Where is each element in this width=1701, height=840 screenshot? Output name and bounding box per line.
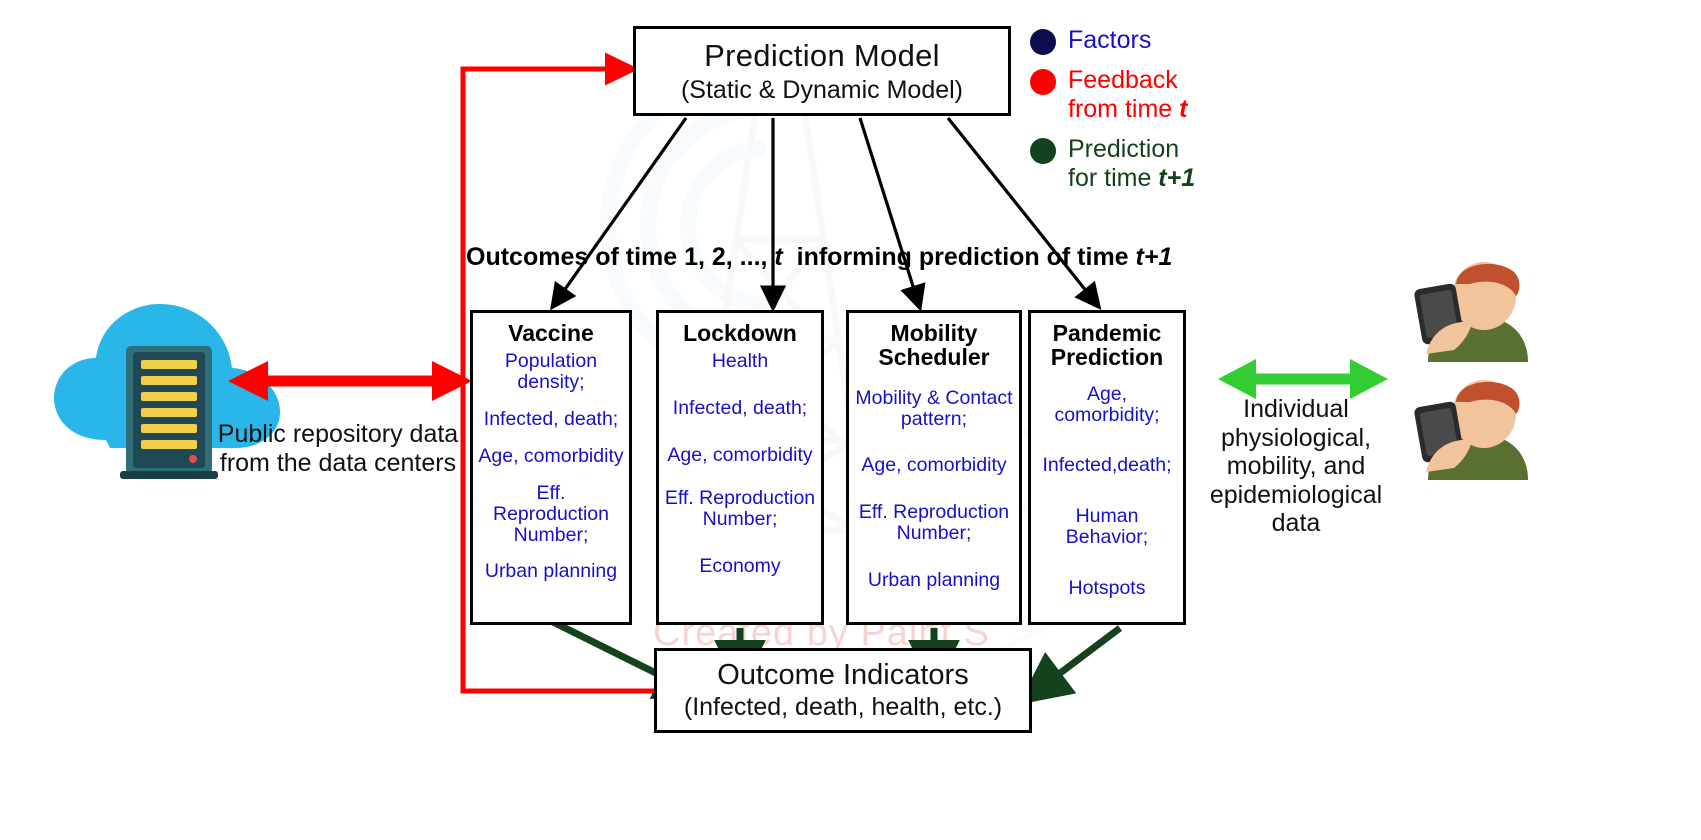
pandemic-factor: Age, comorbidity; bbox=[1054, 382, 1160, 426]
outcome-indicators-subtitle: (Infected, death, health, etc.) bbox=[683, 693, 1003, 721]
pandemic-factor: Hotspots bbox=[1068, 577, 1146, 600]
mobility-factor: Eff. Reproduction Number; bbox=[858, 501, 1010, 545]
legend-dot-factors-icon bbox=[1030, 29, 1056, 55]
legend-dot-feedback-icon bbox=[1030, 69, 1056, 95]
lockdown-factor: Economy bbox=[699, 554, 781, 577]
vaccine-factor: Urban planning bbox=[484, 560, 618, 583]
lockdown-factor: Eff. Reproduction Number; bbox=[664, 486, 816, 530]
pandemic-prediction-title: Pandemic Prediction bbox=[1050, 320, 1164, 371]
mobility-scheduler-box[interactable]: Mobility Scheduler Mobility & Contact pa… bbox=[846, 310, 1022, 625]
mobility-factor: Mobility & Contact pattern; bbox=[855, 386, 1013, 430]
lockdown-title: Lockdown bbox=[683, 320, 797, 346]
pandemic-factor: Infected,death; bbox=[1042, 454, 1172, 477]
mobility-scheduler-factor-list: Mobility & Contact pattern; Age, comorbi… bbox=[849, 386, 1019, 592]
vaccine-factor: Population density; bbox=[504, 350, 598, 394]
outcomes-informing-label: Outcomes of time 1, 2, ..., t informing … bbox=[466, 243, 1173, 271]
lockdown-factor-list: Health Infected, death; Age, comorbidity… bbox=[659, 351, 821, 576]
lockdown-factor: Age, comorbidity bbox=[667, 444, 813, 467]
lockdown-factor: Health bbox=[711, 350, 769, 373]
vaccine-factor: Age, comorbidity bbox=[478, 444, 624, 467]
person-with-phone-icon-top bbox=[1414, 262, 1528, 362]
mobility-scheduler-title: Mobility Scheduler bbox=[878, 320, 990, 371]
pandemic-prediction-factor-list: Age, comorbidity; Infected,death; Human … bbox=[1031, 382, 1183, 600]
legend-dot-prediction-icon bbox=[1030, 138, 1056, 164]
vaccine-factor: Infected, death; bbox=[483, 408, 619, 431]
outcome-indicators-box[interactable]: Outcome Indicators (Infected, death, hea… bbox=[654, 648, 1032, 733]
person-with-phone-icon-bottom bbox=[1414, 380, 1528, 480]
pandemic-factor: Human Behavior; bbox=[1065, 505, 1149, 549]
cloud-datacenter-icon bbox=[54, 304, 280, 479]
vaccine-factor: Eff. Reproduction Number; bbox=[493, 481, 609, 546]
outcome-indicators-title: Outcome Indicators bbox=[717, 659, 969, 691]
vaccine-factor-list: Population density; Infected, death; Age… bbox=[473, 351, 629, 582]
legend-item-factors: Factors bbox=[1030, 26, 1330, 55]
prediction-model-box[interactable]: Prediction Model (Static & Dynamic Model… bbox=[633, 26, 1011, 116]
vaccine-title: Vaccine bbox=[508, 320, 594, 346]
mobility-factor: Age, comorbidity bbox=[861, 454, 1007, 477]
mobility-factor: Urban planning bbox=[867, 569, 1001, 592]
legend-label-factors: Factors bbox=[1068, 26, 1152, 54]
lockdown-factor: Infected, death; bbox=[672, 397, 808, 420]
pandemic-prediction-box[interactable]: Pandemic Prediction Age, comorbidity; In… bbox=[1028, 310, 1186, 625]
public-repository-caption: Public repository data from the data cen… bbox=[217, 420, 459, 477]
prediction-model-subtitle: (Static & Dynamic Model) bbox=[680, 75, 964, 104]
individual-data-caption: Individual physiological, mobility, and … bbox=[1209, 395, 1383, 537]
vaccine-box[interactable]: Vaccine Population density; Infected, de… bbox=[470, 310, 632, 625]
lockdown-box[interactable]: Lockdown Health Infected, death; Age, co… bbox=[656, 310, 824, 625]
prediction-model-title: Prediction Model bbox=[704, 37, 940, 73]
